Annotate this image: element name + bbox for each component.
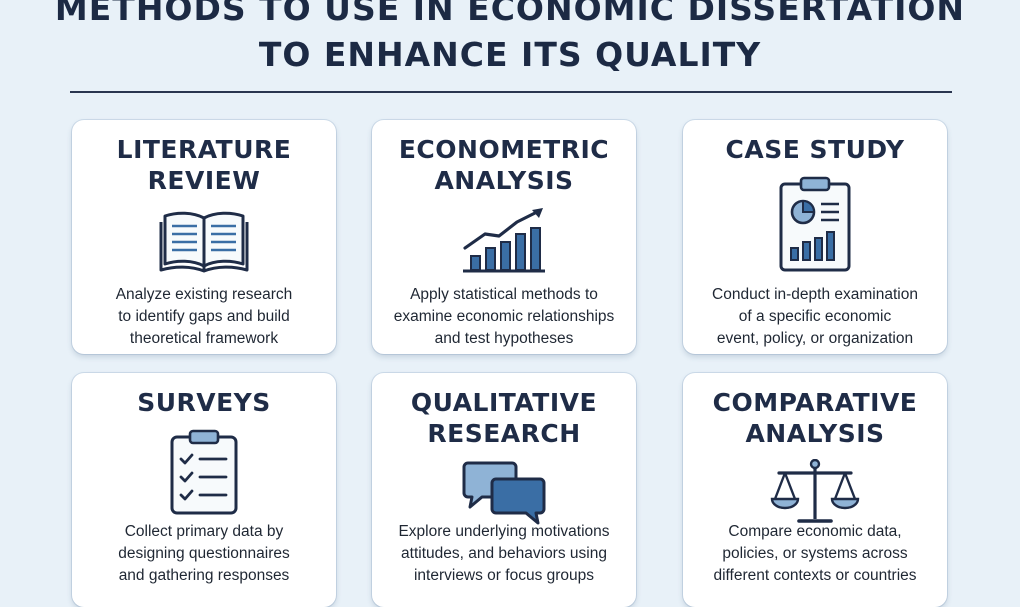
- card-description: Collect primary data by designing questi…: [118, 523, 290, 584]
- card-description: Conduct in-depth examination of a specif…: [712, 286, 918, 347]
- card-case-study: CASE STUDY Conduct in-depth examination …: [683, 120, 947, 354]
- card-title: LITERATURE REVIEW: [116, 135, 292, 195]
- card-title: QUALITATIVE RESEARCH: [410, 388, 598, 448]
- card-econometric-analysis: ECONOMETRIC ANALYSIS Apply statistical m…: [372, 120, 636, 354]
- card-comparative-analysis: COMPARATIVE ANALYSIS Compare economic da…: [683, 373, 947, 607]
- balance-scale-icon: [770, 459, 860, 523]
- bar-chart-trend-icon: [463, 208, 545, 273]
- page-title: METHODS TO USE IN ECONOMIC DISSERTATION …: [0, 0, 1020, 78]
- checklist-clipboard-icon: [170, 429, 238, 515]
- title-line-2: TO ENHANCE ITS QUALITY: [258, 35, 762, 74]
- open-book-icon: [159, 211, 249, 273]
- card-title: SURVEYS: [137, 388, 271, 417]
- card-title: ECONOMETRIC ANALYSIS: [398, 135, 610, 195]
- card-description: Apply statistical methods to examine eco…: [393, 286, 615, 347]
- card-description: Compare economic data, policies, or syst…: [713, 523, 917, 584]
- card-title: COMPARATIVE ANALYSIS: [712, 388, 918, 448]
- clipboard-report-icon: [779, 176, 851, 272]
- card-title: CASE STUDY: [725, 135, 905, 164]
- speech-bubbles-icon: [462, 461, 546, 525]
- card-description: Analyze existing research to identify ga…: [115, 286, 293, 347]
- card-surveys: SURVEYS Collect primary data by designin…: [72, 373, 336, 607]
- card-qualitative-research: QUALITATIVE RESEARCH Explore underlying …: [372, 373, 636, 607]
- card-description: Explore underlying motivations attitudes…: [398, 523, 610, 584]
- card-literature-review: LITERATURE REVIEW Analyze existing resea…: [72, 120, 336, 354]
- title-line-1: METHODS TO USE IN ECONOMIC DISSERTATION: [54, 0, 966, 28]
- title-divider: [70, 91, 952, 93]
